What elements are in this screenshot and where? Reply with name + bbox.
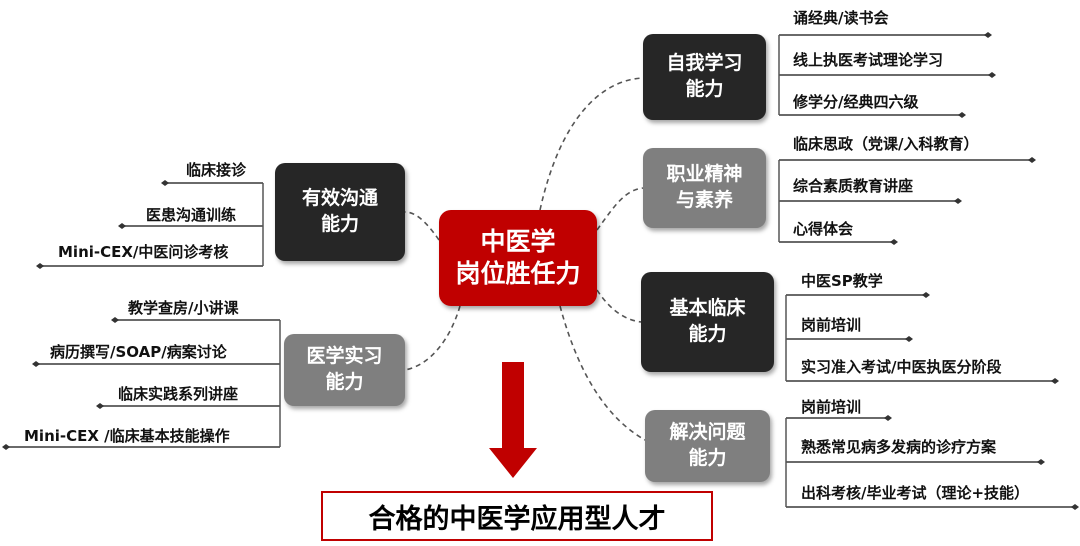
leaf-internship-4: Mini-CEX /临床基本技能操作 [24, 427, 230, 445]
underline-ps-3-tip [1071, 504, 1079, 510]
leaf-communication-2: 医患沟通训练 [146, 206, 237, 224]
underline-sl-2-tip [988, 72, 996, 78]
branch-problem-solving: 解决问题 能力 [645, 410, 770, 482]
dashed-link-2 [596, 289, 642, 323]
underline-bc-1-tip [922, 292, 930, 298]
leaf-self-learning-1: 诵经典/读书会 [793, 9, 889, 27]
leaf-problem-solving-3: 出科考核/毕业考试（理论+技能） [801, 484, 1030, 502]
underline-pf-1-tip [1028, 157, 1036, 163]
leaf-basic-clinical-2: 岗前培训 [801, 316, 862, 334]
leaf-professionalism-1: 临床思政（党课/入科教育） [793, 135, 979, 153]
leaf-problem-solving-2: 熟悉常见病多发病的诊疗方案 [801, 438, 997, 456]
underline-in-1-tip [111, 317, 119, 323]
dashed-link-0 [539, 77, 644, 211]
underline-pf-2-tip [954, 198, 962, 204]
underline-cm-3-tip [36, 263, 44, 269]
leaf-internship-1: 教学查房/小讲课 [128, 299, 239, 317]
underline-in-2-tip [32, 361, 40, 367]
underline-bc-2-tip [905, 336, 913, 342]
underline-pf-3-tip [890, 239, 898, 245]
underline-in-4-tip [2, 444, 10, 450]
underline-cm-2-tip [118, 223, 126, 229]
leaf-self-learning-3: 修学分/经典四六级 [793, 93, 919, 111]
central-topic: 中医学 岗位胜任力 [439, 210, 597, 306]
leaf-basic-clinical-3: 实习准入考试/中医执医分阶段 [801, 358, 1002, 376]
underline-bc-3-tip [1051, 378, 1059, 384]
branch-basic-clinical: 基本临床 能力 [641, 272, 774, 372]
leaf-problem-solving-1: 岗前培训 [801, 398, 862, 416]
leaf-professionalism-2: 综合素质教育讲座 [793, 177, 914, 195]
down-arrow [489, 362, 537, 478]
leaf-communication-3: Mini-CEX/中医问诊考核 [58, 243, 229, 261]
leaf-internship-3: 临床实践系列讲座 [118, 385, 239, 403]
leaf-basic-clinical-1: 中医SP教学 [801, 272, 883, 290]
branch-effective-communication: 有效沟通 能力 [275, 163, 405, 261]
dashed-link-1 [596, 187, 644, 231]
underline-in-3-tip [96, 403, 104, 409]
branch-self-learning: 自我学习 能力 [643, 34, 766, 120]
underline-sl-3-tip [958, 112, 966, 118]
underline-ps-2-tip [1037, 459, 1045, 465]
leaf-self-learning-2: 线上执医考试理论学习 [793, 51, 944, 69]
underline-sl-1-tip [984, 32, 992, 38]
leaf-internship-2: 病历撰写/SOAP/病案讨论 [50, 343, 227, 361]
branch-medical-internship: 医学实习 能力 [284, 334, 405, 406]
leaf-professionalism-3: 心得体会 [793, 220, 854, 238]
dashed-link-3 [559, 305, 646, 441]
dashed-link-5 [404, 305, 461, 371]
dashed-link-4 [404, 211, 440, 241]
branch-professionalism: 职业精神 与素养 [643, 148, 766, 228]
leaf-communication-1: 临床接诊 [186, 161, 247, 179]
outcome-box: 合格的中医学应用型人才 [321, 491, 713, 541]
underline-ps-1-tip [884, 415, 892, 421]
underline-cm-1-tip [161, 180, 169, 186]
